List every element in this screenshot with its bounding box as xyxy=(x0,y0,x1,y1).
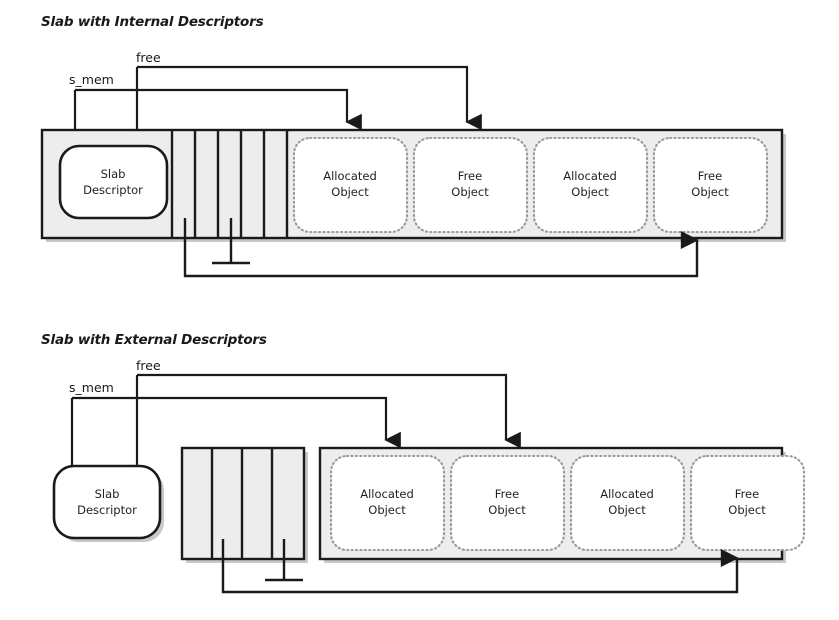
s-mem-pointer-path-external xyxy=(70,396,401,470)
object-4-line2-external: Object xyxy=(728,503,766,517)
list-terminator-external xyxy=(265,539,303,582)
object-box-2-internal xyxy=(412,136,529,234)
free-pointer-path-external xyxy=(135,373,521,470)
object-3-line2-internal: Object xyxy=(571,185,609,199)
object-4-line2-internal: Object xyxy=(691,185,729,199)
object-box-4-external xyxy=(689,454,806,552)
object-box-4-internal xyxy=(652,136,769,234)
free-list-link-internal xyxy=(183,218,699,278)
free-list-link-external xyxy=(221,539,739,594)
descriptor-array-external xyxy=(210,448,274,559)
object-2-line1-internal: Free xyxy=(458,169,482,183)
object-box-2-external xyxy=(449,454,566,552)
object-2-line2-external: Object xyxy=(488,503,526,517)
slab-descriptor-line2-external: Descriptor xyxy=(77,503,137,517)
slab-descriptor-box-internal xyxy=(58,144,169,220)
slab-descriptor-line2-internal: Descriptor xyxy=(83,183,143,197)
object-box-3-external xyxy=(569,454,686,552)
object-box-3-internal xyxy=(532,136,649,234)
object-3-line2-external: Object xyxy=(608,503,646,517)
object-3-line1-external: Allocated xyxy=(600,487,654,501)
object-3-line1-internal: Allocated xyxy=(563,169,617,183)
object-list-internal: Allocated Object Free Object Allocated O… xyxy=(292,136,769,234)
panel-internal: Slab with Internal Descriptors s_mem fre… xyxy=(40,14,786,278)
list-terminator-internal xyxy=(212,218,250,265)
object-1-line1-internal: Allocated xyxy=(323,169,377,183)
label-s-mem-external: s_mem xyxy=(69,380,114,395)
panel-title-external: Slab with External Descriptors xyxy=(41,332,267,348)
object-4-line1-external: Free xyxy=(735,487,759,501)
label-free-external: free xyxy=(136,358,161,373)
object-4-line1-internal: Free xyxy=(698,169,722,183)
descriptor-array-internal xyxy=(170,131,289,237)
slab-descriptor-box-external xyxy=(52,464,162,540)
slab-descriptor-line1-internal: Slab xyxy=(101,167,126,181)
object-2-line2-internal: Object xyxy=(451,185,489,199)
object-box-1-external xyxy=(329,454,446,552)
object-1-line1-external: Allocated xyxy=(360,487,414,501)
label-s-mem-internal: s_mem xyxy=(69,72,114,87)
object-1-line2-external: Object xyxy=(368,503,406,517)
label-free-internal: free xyxy=(136,50,161,65)
panel-title-internal: Slab with Internal Descriptors xyxy=(41,14,264,30)
object-box-1-internal xyxy=(292,136,409,234)
object-list-external: Allocated Object Free Object Allocated O… xyxy=(329,454,806,552)
slab-descriptor-line1-external: Slab xyxy=(95,487,120,501)
object-2-line1-external: Free xyxy=(495,487,519,501)
panel-external: Slab with External Descriptors s_mem fre… xyxy=(41,332,806,594)
object-1-line2-internal: Object xyxy=(331,185,369,199)
